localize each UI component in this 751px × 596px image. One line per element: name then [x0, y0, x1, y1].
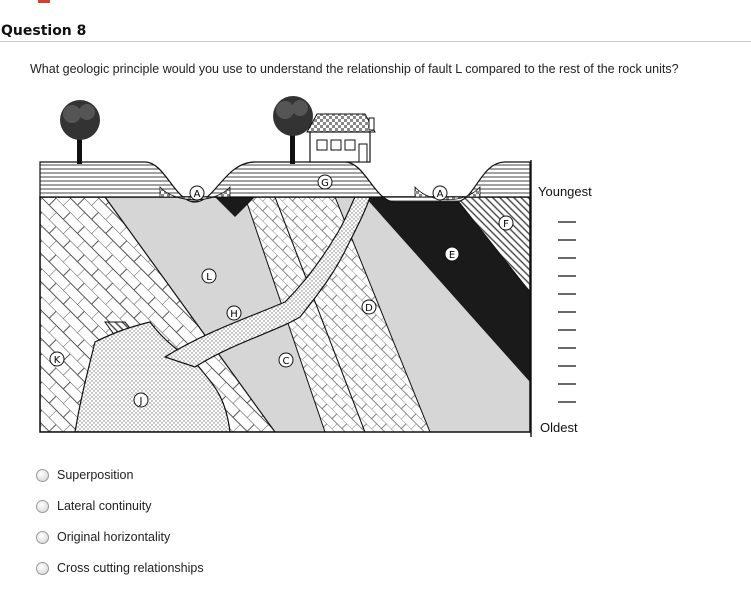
label-f: F [503, 219, 509, 230]
question-title: Question 8 [1, 23, 87, 39]
label-k: K [54, 355, 61, 366]
label-d: D [365, 303, 373, 314]
label-j: J [139, 396, 143, 407]
title-divider [0, 41, 751, 42]
option-label: Cross cutting relationships [57, 560, 204, 575]
unit-labels: A A G F E D H L C K J [49, 174, 514, 408]
label-g: G [321, 178, 329, 189]
option-label: Superposition [57, 467, 134, 482]
rock-layers [40, 197, 530, 432]
answer-blanks [558, 221, 576, 403]
option-label: Original horizontality [57, 529, 171, 544]
header-accent-bar [38, 0, 50, 3]
tree-right-icon [273, 96, 313, 164]
radio-button[interactable] [36, 500, 49, 513]
option-superposition[interactable]: Superposition [36, 459, 204, 490]
house-icon [306, 113, 376, 163]
option-lateral-continuity[interactable]: Lateral continuity [36, 490, 204, 521]
label-l: L [206, 272, 212, 283]
option-original-horizontality[interactable]: Original horizontality [36, 521, 204, 552]
tree-left-icon [60, 100, 100, 164]
scale-youngest-label: Youngest [538, 184, 592, 199]
label-c: C [283, 356, 290, 367]
scale-oldest-label: Oldest [540, 420, 578, 435]
radio-button[interactable] [36, 531, 49, 544]
label-h: H [230, 309, 238, 320]
geologic-cross-section-figure: A A G F E D H L C K J Youngest Oldest [35, 92, 615, 442]
question-text: What geologic principle would you use to… [30, 62, 679, 76]
label-a-left: A [194, 189, 201, 200]
label-e: E [449, 250, 455, 261]
answer-options: Superposition Lateral continuity Origina… [36, 459, 204, 583]
cross-section-diagram: A A G F E D H L C K J Youngest Oldest [39, 96, 592, 437]
option-label: Lateral continuity [57, 498, 152, 513]
option-cross-cutting-relationships[interactable]: Cross cutting relationships [36, 552, 204, 583]
radio-button[interactable] [36, 562, 49, 575]
radio-button[interactable] [36, 469, 49, 482]
label-a-right: A [437, 189, 444, 200]
